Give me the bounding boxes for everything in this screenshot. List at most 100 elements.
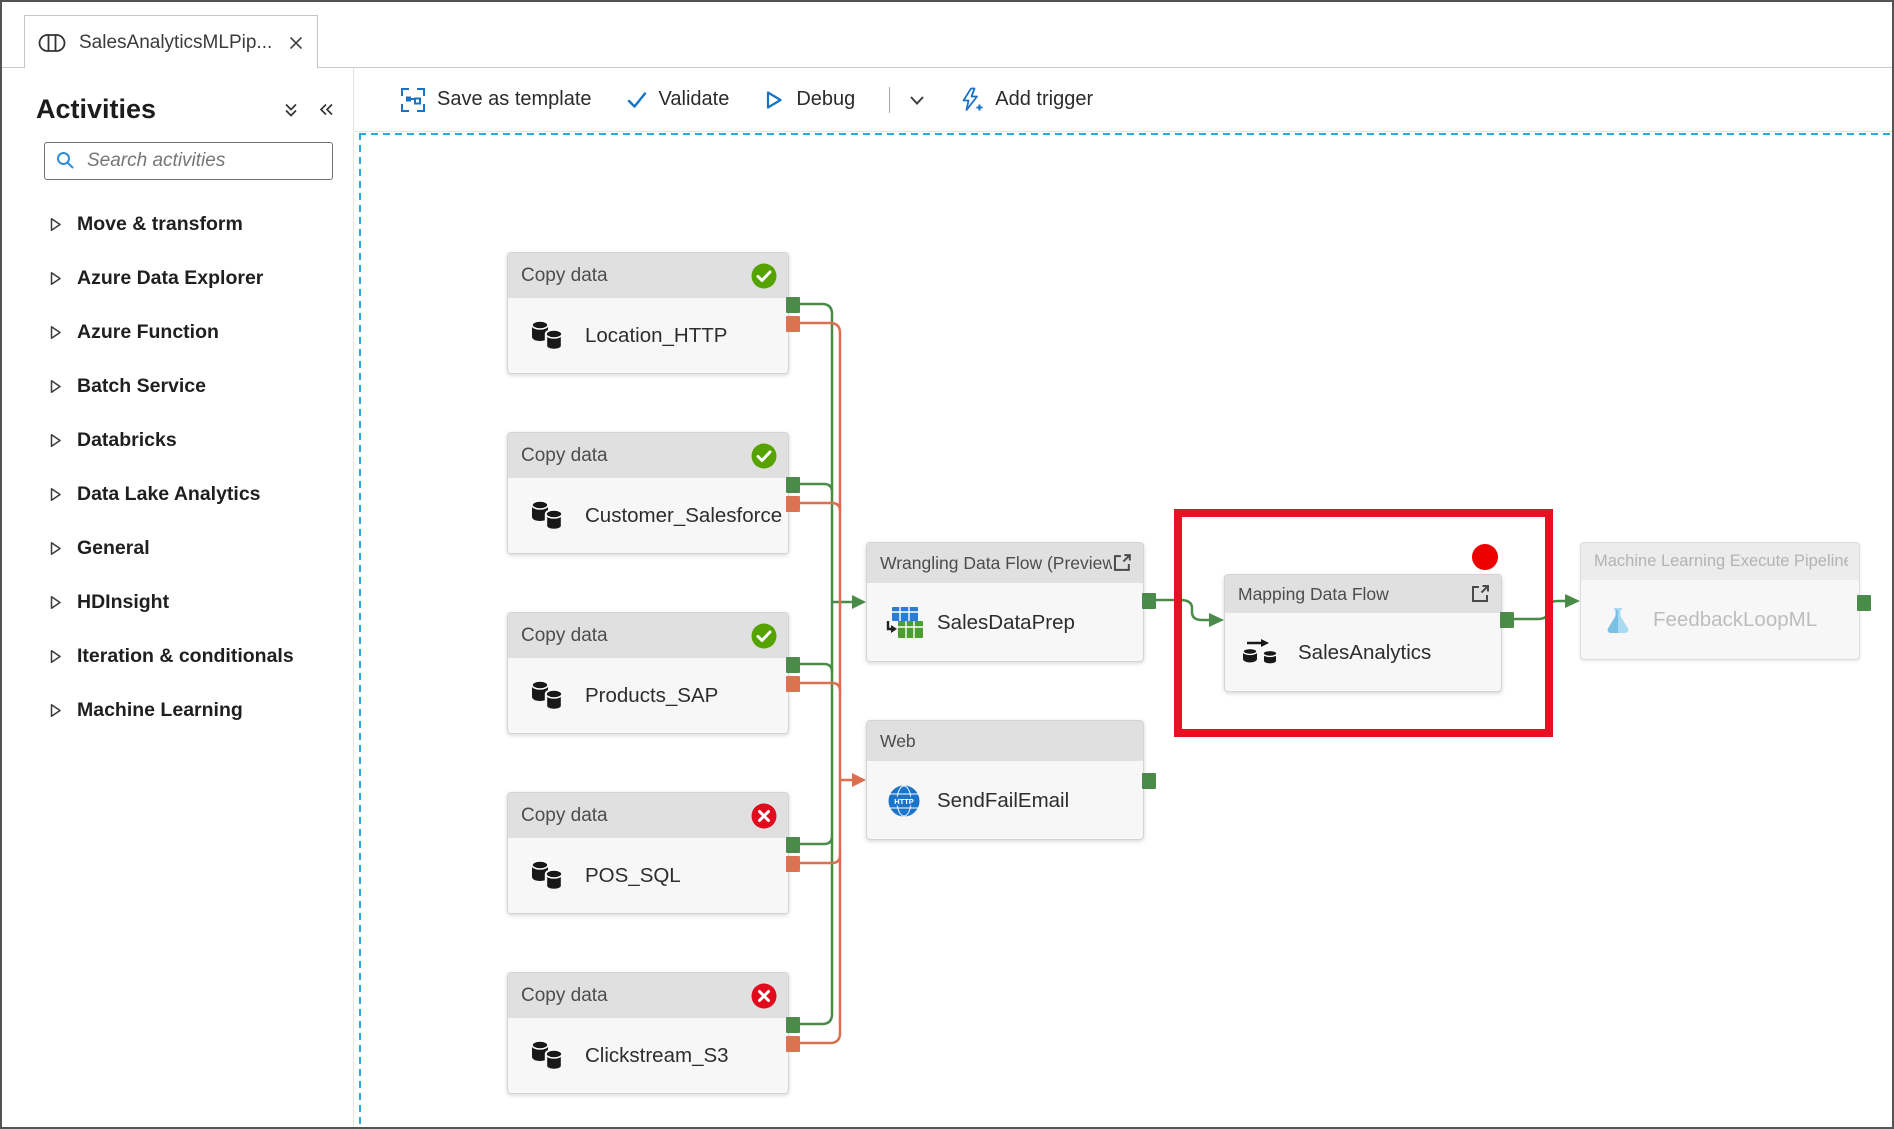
status-failed-icon xyxy=(751,983,777,1009)
pipeline-tab[interactable]: SalesAnalyticsMLPip... xyxy=(24,15,318,69)
expand-triangle-icon xyxy=(49,433,62,448)
failure-output-port[interactable] xyxy=(786,316,800,332)
node-header: Mapping Data Flow xyxy=(1225,575,1501,613)
failure-output-port[interactable] xyxy=(786,496,800,512)
copy-data-icon xyxy=(530,1039,566,1073)
expand-triangle-icon xyxy=(49,487,62,502)
status-failed-icon xyxy=(751,803,777,829)
activity-node-copy-data[interactable]: Copy data POS_SQL xyxy=(507,792,800,914)
failure-output-port[interactable] xyxy=(786,676,800,692)
add-trigger-button[interactable]: Add trigger xyxy=(958,87,1093,113)
sidebar-item-move-transform[interactable]: Move & transform xyxy=(2,197,353,251)
activity-node-copy-data[interactable]: Copy data Customer_Salesforce xyxy=(507,432,800,554)
copy-data-icon xyxy=(530,679,566,713)
success-stub-wire[interactable] xyxy=(800,482,834,493)
close-icon[interactable] xyxy=(287,34,305,52)
expand-triangle-icon xyxy=(49,217,62,232)
template-icon xyxy=(400,87,426,113)
success-output-port[interactable] xyxy=(1142,773,1156,789)
sidebar-item-databricks[interactable]: Databricks xyxy=(2,413,353,467)
sidebar-item-hdinsight[interactable]: HDInsight xyxy=(2,575,353,629)
sidebar-item-azure-data-explorer[interactable]: Azure Data Explorer xyxy=(2,251,353,305)
sidebar-title: Activities xyxy=(36,94,157,124)
activity-node-wrangling-data-flow[interactable]: Wrangling Data Flow (Preview SalesDataPr… xyxy=(866,542,1156,662)
activity-node-ml-execute-pipeline[interactable]: Machine Learning Execute Pipeline Feedba… xyxy=(1580,542,1871,660)
annotation-red-dot xyxy=(1472,544,1498,570)
pipeline-icon xyxy=(38,33,66,53)
sidebar-item-azure-function[interactable]: Azure Function xyxy=(2,305,353,359)
success-stub-wire[interactable] xyxy=(800,835,834,846)
mapping-data-flow-icon xyxy=(1241,638,1281,668)
success-output-port[interactable] xyxy=(786,837,800,853)
sidebar-item-data-lake-analytics[interactable]: Data Lake Analytics xyxy=(2,467,353,521)
expand-triangle-icon xyxy=(49,379,62,394)
copy-data-icon xyxy=(530,499,566,533)
copy-data-icon xyxy=(530,319,566,353)
node-header: Copy data xyxy=(508,613,788,658)
lightning-plus-icon xyxy=(958,87,984,113)
save-as-template-button[interactable]: Save as template xyxy=(400,87,592,113)
expand-triangle-icon xyxy=(49,271,62,286)
validate-button[interactable]: Validate xyxy=(626,88,729,111)
sidebar-item-batch-service[interactable]: Batch Service xyxy=(2,359,353,413)
success-output-port[interactable] xyxy=(1500,612,1514,628)
tab-title: SalesAnalyticsMLPip... xyxy=(79,31,273,53)
success-output-port[interactable] xyxy=(786,477,800,493)
expand-triangle-icon xyxy=(49,703,62,718)
arrowhead-into-ml xyxy=(1565,594,1580,608)
success-stub-wire[interactable] xyxy=(800,662,834,673)
mapping-to-ml-wire[interactable] xyxy=(1514,599,1565,621)
success-output-port[interactable] xyxy=(1142,593,1156,609)
expand-triangle-icon xyxy=(49,325,62,340)
success-output-port[interactable] xyxy=(786,657,800,673)
debug-options-chevron-down-icon[interactable] xyxy=(906,89,928,111)
pipeline-toolbar: Save as template Validate Debug Add trig… xyxy=(355,68,1892,132)
node-header: Web xyxy=(867,721,1143,761)
collapse-panel-chevron-left-icon[interactable] xyxy=(315,99,337,121)
failure-trunk-wire[interactable] xyxy=(800,321,842,1045)
canvas-boundary-top xyxy=(359,133,1892,135)
success-output-port[interactable] xyxy=(1857,595,1871,611)
activity-node-mapping-data-flow[interactable]: Mapping Data Flow SalesAnalytics xyxy=(1224,574,1514,692)
success-trunk-wire[interactable] xyxy=(800,302,834,1026)
sidebar-item-iteration-conditionals[interactable]: Iteration & conditionals xyxy=(2,629,353,683)
expand-triangle-icon xyxy=(49,541,62,556)
activity-node-copy-data[interactable]: Copy data Clickstream_S3 xyxy=(507,972,800,1094)
open-in-new-icon[interactable] xyxy=(1470,584,1490,604)
expand-triangle-icon xyxy=(49,649,62,664)
failure-stub-wire[interactable] xyxy=(800,501,842,512)
canvas-boundary-left xyxy=(359,133,361,1127)
node-header: Copy data xyxy=(508,793,788,838)
expand-triangle-icon xyxy=(49,595,62,610)
open-in-new-icon[interactable] xyxy=(1112,553,1132,573)
status-succeeded-icon xyxy=(751,623,777,649)
activity-node-copy-data[interactable]: Copy data Location_HTTP xyxy=(507,252,800,374)
wrangling-data-flow-icon xyxy=(884,606,924,640)
failure-output-port[interactable] xyxy=(786,856,800,872)
node-header: Machine Learning Execute Pipeline xyxy=(1581,543,1859,580)
arrowhead-into-mapping xyxy=(1209,613,1224,627)
failure-stub-wire[interactable] xyxy=(800,681,842,692)
sidebar-item-machine-learning[interactable]: Machine Learning xyxy=(2,683,353,737)
sidebar-item-general[interactable]: General xyxy=(2,521,353,575)
success-output-port[interactable] xyxy=(786,1017,800,1033)
success-output-port[interactable] xyxy=(786,297,800,313)
failure-stub-wire[interactable] xyxy=(800,854,842,865)
arrowhead-into-web xyxy=(852,773,866,787)
arrowhead-into-wrangling xyxy=(852,595,866,609)
http-globe-icon xyxy=(887,784,921,818)
copy-data-icon xyxy=(530,859,566,893)
failure-output-port[interactable] xyxy=(786,1036,800,1052)
sidebar-header: Activities xyxy=(36,94,337,125)
activity-node-copy-data[interactable]: Copy data Products_SAP xyxy=(507,612,800,734)
collapse-all-chevron-down-icon[interactable] xyxy=(280,99,302,121)
debug-button[interactable]: Debug xyxy=(763,88,855,111)
node-header: Copy data xyxy=(508,253,788,298)
activity-node-web[interactable]: Web SendFailEmail xyxy=(866,720,1156,840)
checkmark-icon xyxy=(626,89,648,111)
activities-sidebar: Activities Move & transform Azure Data E… xyxy=(2,68,354,1127)
wrangling-to-mapping-wire[interactable] xyxy=(1156,598,1209,622)
search-input[interactable] xyxy=(44,142,333,180)
node-header: Copy data xyxy=(508,433,788,478)
